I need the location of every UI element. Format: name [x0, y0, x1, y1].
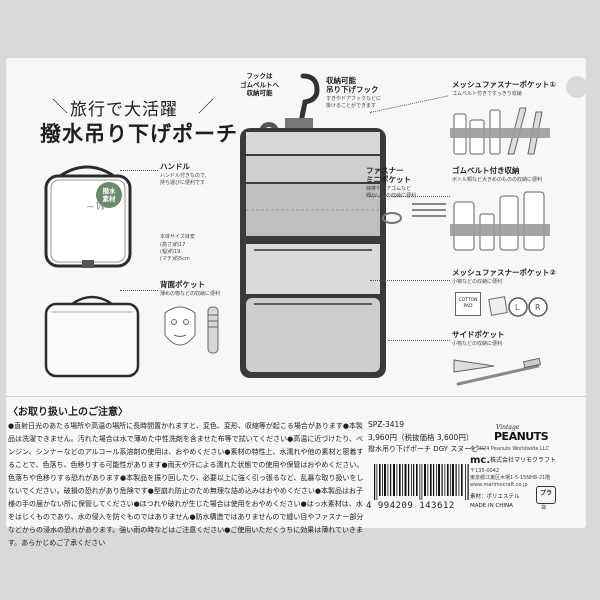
origin: MADE IN CHINA: [470, 503, 513, 509]
toiletries-set-1-illustration: [450, 107, 550, 155]
barcode-number: 4 994209 143612: [366, 501, 455, 511]
svg-text:L: L: [515, 303, 520, 312]
contact-lens-case-icon: L R: [488, 296, 548, 317]
mesh-pocket-1-desc: ゴムベルト付きですっきり収納: [452, 91, 522, 97]
peanuts-copyright: © 2024 Peanuts Worldwide LLC: [470, 446, 550, 452]
barcode: [374, 464, 469, 500]
hanging-hook-desc: すきやドアフックなどに 掛けることができます: [326, 96, 382, 109]
company-address: 東京都江東区木場1-5-15NH8-21階: [470, 475, 551, 481]
bottles-illustration: [450, 191, 550, 251]
title-sub-left-slash: ＼: [52, 97, 69, 116]
handling-text: ●直射日光のあたる場所や高温の場所に長時間置かれますと、変色、変形、収縮等が起こ…: [8, 422, 364, 547]
size-title: 本体サイズ目安: [160, 234, 195, 240]
pouch-back-illustration: [44, 295, 140, 378]
mesh-pocket-2-title: メッシュファスナーポケット②: [452, 268, 556, 277]
rubber-belt-desc: ボトル類など大きめのものの収納に便利: [452, 177, 543, 183]
hair-clip-toothbrush-icon: [453, 357, 542, 386]
company-name: 株式会社マリモクラフト: [490, 457, 557, 464]
side-pocket-desc: 小物などの収納に便利: [452, 341, 503, 347]
product-code: SPZ-3419: [368, 420, 405, 429]
pouch-front-illustration: ~W: [44, 165, 132, 268]
leader-mesh-2: [370, 280, 450, 281]
back-pocket-title: 背面ポケット: [160, 280, 205, 289]
back-pocket-leader-line: [120, 290, 158, 291]
open-pouch-illustration: [240, 128, 386, 378]
handle-leader-line: [120, 170, 158, 171]
handle-title: ハンドル: [160, 162, 190, 171]
hang-hole: [566, 76, 588, 98]
leader-rubber-belt: [370, 196, 450, 197]
mesh-pocket-1-title: メッシュファスナーポケット①: [452, 80, 556, 89]
side-pocket-title: サイドポケット: [452, 330, 505, 339]
title-sub-right-slash: ／: [198, 97, 215, 116]
leader-side: [388, 340, 450, 341]
hanging-hook-title: 収納可能 吊り下げフック: [326, 76, 379, 94]
hair-tie-icon: [382, 212, 402, 224]
mesh-pocket-2-desc: 小物などの収納に便利: [452, 279, 503, 285]
product-name: 撥水吊り下げポーチ DGY スヌーピー: [368, 445, 486, 453]
title-sub: 旅行で大活躍: [70, 100, 178, 120]
company-web: www.marimocraft.co.jp: [470, 482, 528, 488]
size-values: (高さ)約17 (幅)約19 (マチ)約5cm: [160, 242, 190, 262]
fastener-mini-title: ファスナー ミニポケット: [366, 166, 411, 184]
recycle-mark-icon: プラ: [536, 486, 556, 504]
handle-desc: ハンドル付きなので、 持ち運びに便利です: [160, 173, 210, 186]
face-mask-icon: [164, 306, 196, 346]
divider: [6, 396, 586, 397]
product-price: 3,960円（税抜価格 3,600円）: [368, 433, 474, 442]
comb-icon: [207, 306, 219, 354]
handling-title: 〈お取り扱い上のご注意〉: [8, 407, 128, 418]
water-repellent-badge: 撥水 素材: [96, 182, 122, 208]
peanuts-logo: PEANUTS: [494, 430, 549, 443]
cotton-swab-icon: [412, 203, 446, 217]
rubber-belt-title: ゴムベルト付き収納: [452, 166, 520, 175]
company-postal: 〒135-0042: [470, 468, 500, 474]
material: 素材：ポリエステル: [470, 494, 520, 500]
page-title: 撥水吊り下げポーチ: [40, 122, 238, 146]
svg-text:R: R: [535, 303, 541, 312]
company-logo: mc.: [470, 455, 491, 466]
peanuts-vintage-label: Vintage: [496, 424, 520, 431]
recycle-mark-sub: 袋: [541, 505, 547, 511]
cotton-pad-box: COTTON PAD: [455, 292, 481, 316]
hook-label: フックは ゴムベルトへ 収納可能: [240, 72, 279, 97]
back-pocket-desc: 薄めの物などの収納に便利: [160, 291, 221, 297]
fastener-mini-desc: 綿棒やヘアゴムなど 細かい物の収納に便利: [366, 186, 417, 199]
